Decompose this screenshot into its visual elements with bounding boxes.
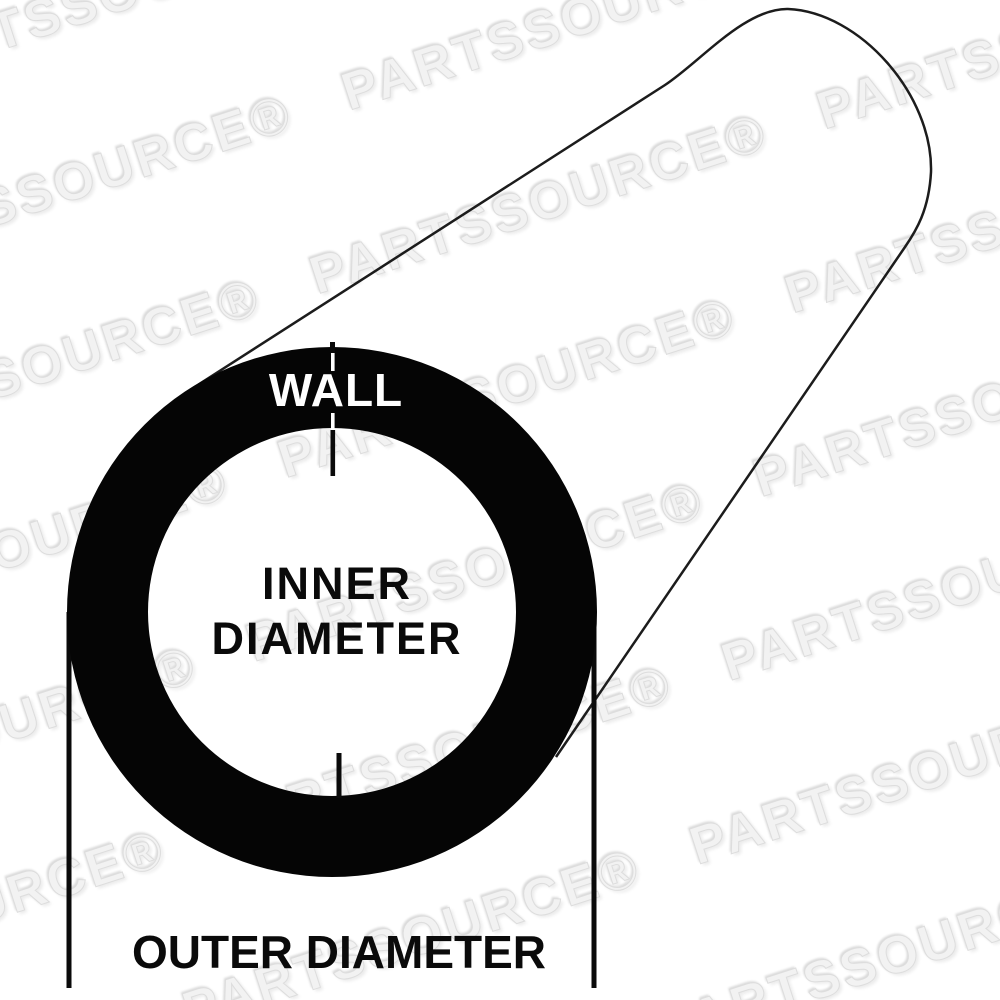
wall-tick-lower-white: [331, 413, 335, 431]
inner-diameter-label-line1: INNER: [261, 558, 412, 609]
inner-diameter-tick: [336, 753, 342, 798]
inner-diameter-label-line2: DIAMETER: [211, 613, 463, 664]
wall-label: WALL: [268, 364, 404, 416]
wall-tick-outer-black: [330, 342, 335, 354]
inner-diameter-label: INNER DIAMETER: [212, 556, 463, 666]
outer-diameter-label: OUTER DIAMETER: [132, 926, 546, 978]
cylinder-body-outline: [189, 7, 933, 758]
wall-tick-upper-white: [331, 353, 335, 371]
wall-tick-inner-black: [330, 430, 336, 476]
tube-wall-ring: [67, 347, 597, 877]
